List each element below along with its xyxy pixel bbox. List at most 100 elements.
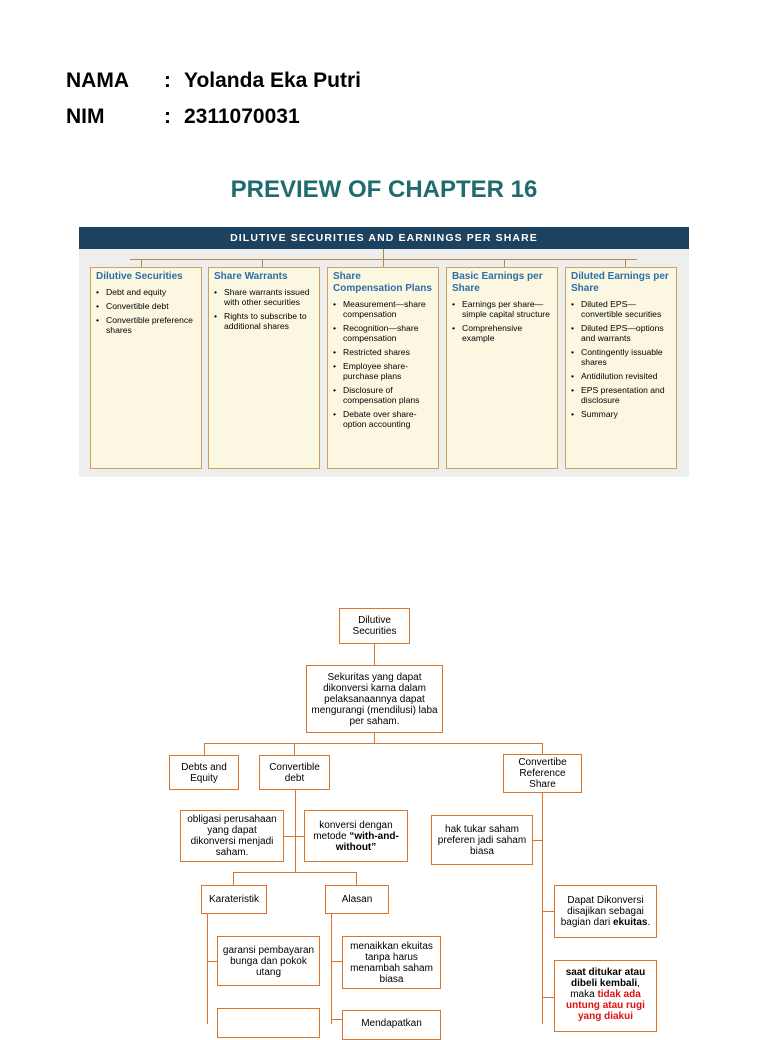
- box-definition: Sekuritas yang dapat dikonversi karna da…: [306, 665, 443, 733]
- saat-mid: , maka: [570, 978, 640, 1000]
- box-label: Sekuritas yang dapat dikonversi karna da…: [311, 671, 438, 727]
- column-title: Basic Earnings per Share: [452, 271, 543, 294]
- column-item: EPS presentation and disclosure: [571, 385, 671, 405]
- connector: [625, 259, 626, 267]
- connector: [532, 840, 543, 841]
- column-item: Convertible preference shares: [96, 315, 196, 335]
- column-item: Diluted EPS—convertible securities: [571, 299, 671, 319]
- column-title: Dilutive Securities: [96, 271, 183, 282]
- column-title: Share Warrants: [214, 271, 288, 282]
- connector: [207, 914, 208, 1024]
- box-convertible-debt: Convertible debt: [259, 755, 330, 790]
- preview-column-share-warrants: Share Warrants Share warrants issued wit…: [208, 267, 320, 469]
- box-hak-tukar: hak tukar saham preferen jadi saham bias…: [431, 815, 533, 865]
- preview-column-dilutive-securities: Dilutive Securities Debt and equity Conv…: [90, 267, 202, 469]
- connector: [294, 743, 295, 755]
- column-item: Convertible debt: [96, 301, 196, 311]
- connector: [331, 961, 342, 962]
- column-item: Restricted shares: [333, 347, 433, 357]
- connector: [374, 733, 375, 743]
- preview-column-share-compensation: Share Compensation Plans Measurement—sha…: [327, 267, 439, 469]
- box-konversi-metode: konversi dengan metode “with-and-without…: [304, 810, 408, 862]
- konversi-method: “with-and-without”: [335, 830, 399, 853]
- column-title: Diluted Earnings per Share: [571, 271, 669, 294]
- column-item: Antidilution revisited: [571, 371, 671, 381]
- column-item: Recognition—share compensation: [333, 323, 433, 343]
- column-item: Diluted EPS—options and warrants: [571, 323, 671, 343]
- connector: [331, 914, 332, 1024]
- box-label: Dilutive Securities: [352, 615, 397, 637]
- box-label: Debts and Equity: [181, 761, 227, 784]
- preview-column-basic-eps: Basic Earnings per Share Earnings per sh…: [446, 267, 558, 469]
- connector: [542, 911, 554, 912]
- box-label: menaikkan ekuitas tanpa harus menambah s…: [350, 940, 433, 985]
- connector: [356, 872, 357, 885]
- box-debts-equity: Debts and Equity: [169, 755, 239, 790]
- dapat-ekuitas: ekuitas: [613, 917, 648, 928]
- chapter-title: PREVIEW OF CHAPTER 16: [230, 176, 538, 203]
- column-item: Disclosure of compensation plans: [333, 385, 433, 405]
- column-item: Earnings per share—simple capital struct…: [452, 299, 552, 319]
- box-saat-ditukar: saat ditukar atau dibeli kembali, maka t…: [554, 960, 657, 1032]
- column-item: Comprehensive example: [452, 323, 552, 343]
- box-label: Karateristik: [208, 894, 259, 905]
- box-label: hak tukar saham preferen jadi saham bias…: [437, 823, 527, 857]
- connector: [204, 743, 543, 744]
- connector: [542, 743, 543, 754]
- connector: [295, 790, 296, 872]
- connector: [141, 259, 142, 267]
- name-colon: :: [164, 69, 171, 92]
- box-dapat-dikonversi: Dapat Dikonversi disajikan sebagai bagia…: [554, 885, 657, 938]
- column-item: Contingently issuable shares: [571, 347, 671, 367]
- name-label: NAMA: [66, 69, 129, 92]
- box-label: garansi pembayaran bunga dan pokok utang: [222, 944, 315, 978]
- preview-column-diluted-eps: Diluted Earnings per Share Diluted EPS—c…: [565, 267, 677, 469]
- column-item: Share warrants issued with other securit…: [214, 287, 314, 307]
- connector: [262, 259, 263, 267]
- saat-bold: saat ditukar atau dibeli kembali: [565, 967, 646, 989]
- box-alasan: Alasan: [325, 885, 389, 914]
- nim-value: 2311070031: [184, 105, 300, 128]
- konversi-text: konversi dengan metode: [313, 819, 393, 842]
- column-title: Share Compensation Plans: [333, 271, 432, 294]
- box-label: Dapat Dikonversi disajikan sebagai bagia…: [558, 895, 653, 928]
- saat-red: tidak ada untung atau rugi yang diakui: [566, 989, 645, 1022]
- box-label: Alasan: [341, 894, 373, 905]
- dapat-text: Dapat Dikonversi disajikan sebagai bagia…: [560, 895, 644, 928]
- connector: [504, 259, 505, 267]
- box-label: konversi dengan metode “with-and-without…: [308, 820, 404, 853]
- nim-colon: :: [164, 105, 171, 128]
- chapter-preview-diagram: DILUTIVE SECURITIES AND EARNINGS PER SHA…: [79, 227, 689, 477]
- nim-label: NIM: [66, 105, 105, 128]
- box-mendapatkan: Mendapatkan: [342, 1010, 441, 1040]
- box-karateristik: Karateristik: [201, 885, 267, 914]
- column-item: Rights to subscribe to additional shares: [214, 311, 314, 331]
- box-label: Convertibe Reference Share: [518, 757, 567, 790]
- box-garansi: garansi pembayaran bunga dan pokok utang: [217, 936, 320, 986]
- connector: [331, 1019, 342, 1020]
- box-convertible-pref-share: Convertibe Reference Share: [503, 754, 582, 793]
- column-item: Summary: [571, 409, 671, 419]
- connector: [204, 743, 205, 755]
- connector: [383, 259, 384, 267]
- preview-banner: DILUTIVE SECURITIES AND EARNINGS PER SHA…: [79, 227, 689, 249]
- box-label: saat ditukar atau dibeli kembali, maka t…: [558, 967, 653, 1022]
- box-obligasi: obligasi perusahaan yang dapat dikonvers…: [180, 810, 284, 862]
- connector: [542, 793, 543, 1024]
- box-empty: [217, 1008, 320, 1038]
- connector: [233, 872, 357, 873]
- box-label: Convertible debt: [269, 761, 320, 784]
- column-item: Debt and equity: [96, 287, 196, 297]
- connector: [383, 249, 384, 259]
- box-label: obligasi perusahaan yang dapat dikonvers…: [187, 814, 277, 858]
- column-item: Debate over share-option accounting: [333, 409, 433, 429]
- connector: [283, 836, 304, 837]
- box-dilutive-securities: Dilutive Securities: [339, 608, 410, 644]
- dapat-end: .: [647, 917, 651, 928]
- connector: [374, 643, 375, 665]
- column-item: Measurement—share compensation: [333, 299, 433, 319]
- box-menaikkan: menaikkan ekuitas tanpa harus menambah s…: [342, 936, 441, 989]
- name-value: Yolanda Eka Putri: [184, 69, 361, 92]
- connector: [233, 872, 234, 885]
- connector: [207, 961, 217, 962]
